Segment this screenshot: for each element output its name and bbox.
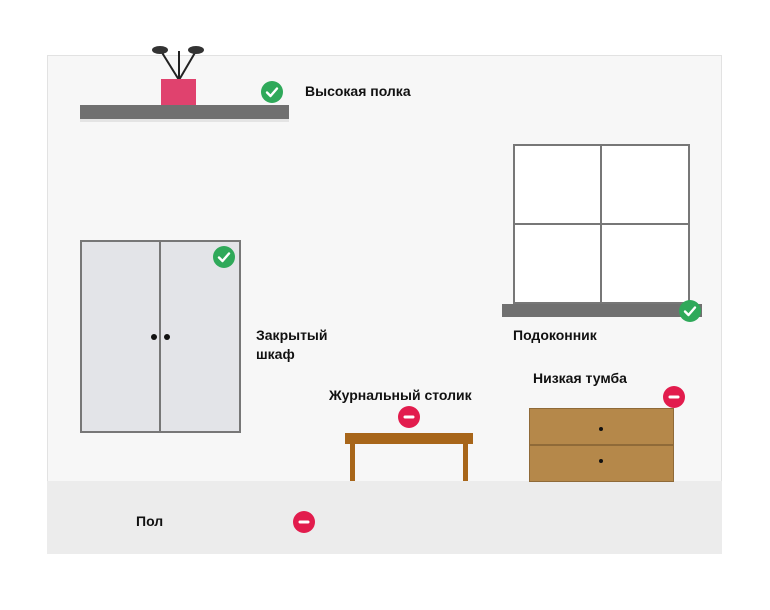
low-dresser-label: Низкая тумба <box>533 370 627 386</box>
high-shelf-shadow <box>80 119 289 122</box>
closed-cabinet-label-line2: шкаф <box>256 346 295 362</box>
minus-circle-icon <box>398 406 420 428</box>
dresser-knob-bottom <box>599 459 603 463</box>
coffee-table-top <box>345 433 473 444</box>
plant-icon <box>152 46 204 81</box>
minus-circle-icon <box>293 511 315 533</box>
cabinet-knob-right <box>164 334 170 340</box>
check-circle-icon <box>213 246 235 268</box>
dresser-drawer-divider <box>529 444 674 446</box>
minus-circle-icon <box>663 386 685 408</box>
high-shelf <box>80 105 289 119</box>
cabinet-knob-left <box>151 334 157 340</box>
floor-label: Пол <box>136 513 164 529</box>
closed-cabinet-label-line1: Закрытый <box>256 327 328 343</box>
coffee-table-leg-left <box>350 444 355 481</box>
plant-pot <box>161 79 196 105</box>
dresser-knob-top <box>599 427 603 431</box>
cabinet-door-divider <box>159 240 161 433</box>
windowsill <box>502 304 702 317</box>
window-frame-horizontal <box>513 223 690 225</box>
coffee-table-label: Журнальный столик <box>329 387 472 403</box>
high-shelf-label: Высокая полка <box>305 83 411 99</box>
check-circle-icon <box>679 300 701 322</box>
coffee-table-leg-right <box>463 444 468 481</box>
check-circle-icon <box>261 81 283 103</box>
room-floor <box>47 481 722 554</box>
windowsill-label: Подоконник <box>513 327 597 343</box>
